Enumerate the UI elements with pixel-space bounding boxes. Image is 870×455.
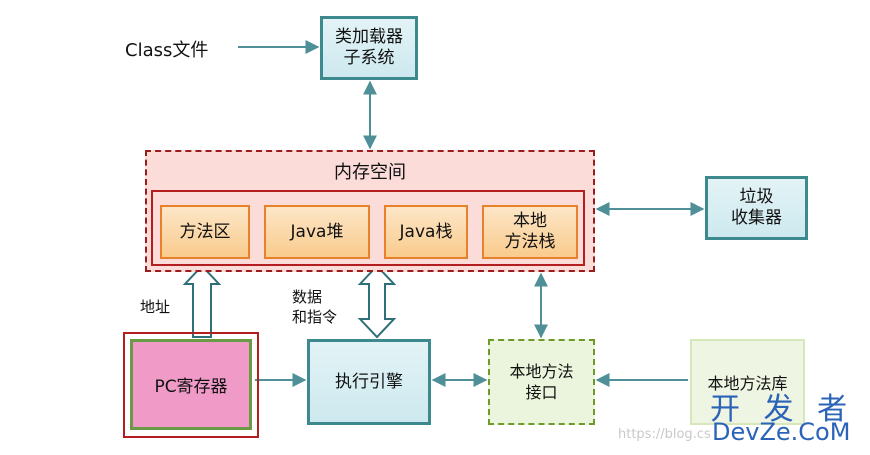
- pc-register-box: PC寄存器: [130, 339, 252, 430]
- native-method-stack-line-2: 方法栈: [504, 232, 556, 252]
- native-method-stack-line-1: 本地: [513, 211, 547, 231]
- class-loader-line-2: 子系统: [343, 48, 395, 68]
- class-loader-box: 类加载器 子系统: [320, 16, 418, 80]
- execution-engine-box: 执行引擎: [307, 339, 431, 425]
- data-instructions-line-2: 和指令: [292, 308, 338, 326]
- memory-space-title: 内存空间: [334, 162, 406, 183]
- memory-areas-frame: [151, 190, 585, 266]
- native-interface-line-2: 接口: [525, 383, 558, 402]
- gc-line-1: 垃圾: [739, 187, 774, 207]
- native-interface-line-1: 本地方法: [509, 362, 574, 381]
- data-instructions-line-1: 数据: [292, 288, 323, 306]
- watermark-logo-cn: 开 发 者: [710, 392, 855, 427]
- native-method-library-box: 本地方法库: [690, 339, 805, 425]
- hollow-arrow-address: [182, 264, 222, 338]
- java-stack-box: Java栈: [384, 205, 468, 259]
- hollow-arrow-data-instructions: [357, 264, 397, 339]
- native-method-stack-box: 本地 方法栈: [482, 205, 578, 259]
- method-area-box: 方法区: [160, 205, 250, 259]
- watermark-logo-en: DevZe.CoM: [712, 418, 851, 446]
- gc-line-2: 收集器: [731, 208, 782, 228]
- class-file-label: Class文件: [125, 40, 209, 61]
- pc-register-frame: [123, 332, 259, 438]
- garbage-collector-box: 垃圾 收集器: [705, 176, 808, 240]
- class-loader-line-1: 类加载器: [335, 27, 403, 47]
- java-heap-box: Java堆: [264, 205, 370, 259]
- data-instructions-label: 数据 和指令: [292, 287, 337, 327]
- address-label: 地址: [140, 298, 171, 316]
- native-method-interface-box: 本地方法 接口: [488, 339, 595, 425]
- watermark-url: https://blog.cs: [618, 427, 711, 442]
